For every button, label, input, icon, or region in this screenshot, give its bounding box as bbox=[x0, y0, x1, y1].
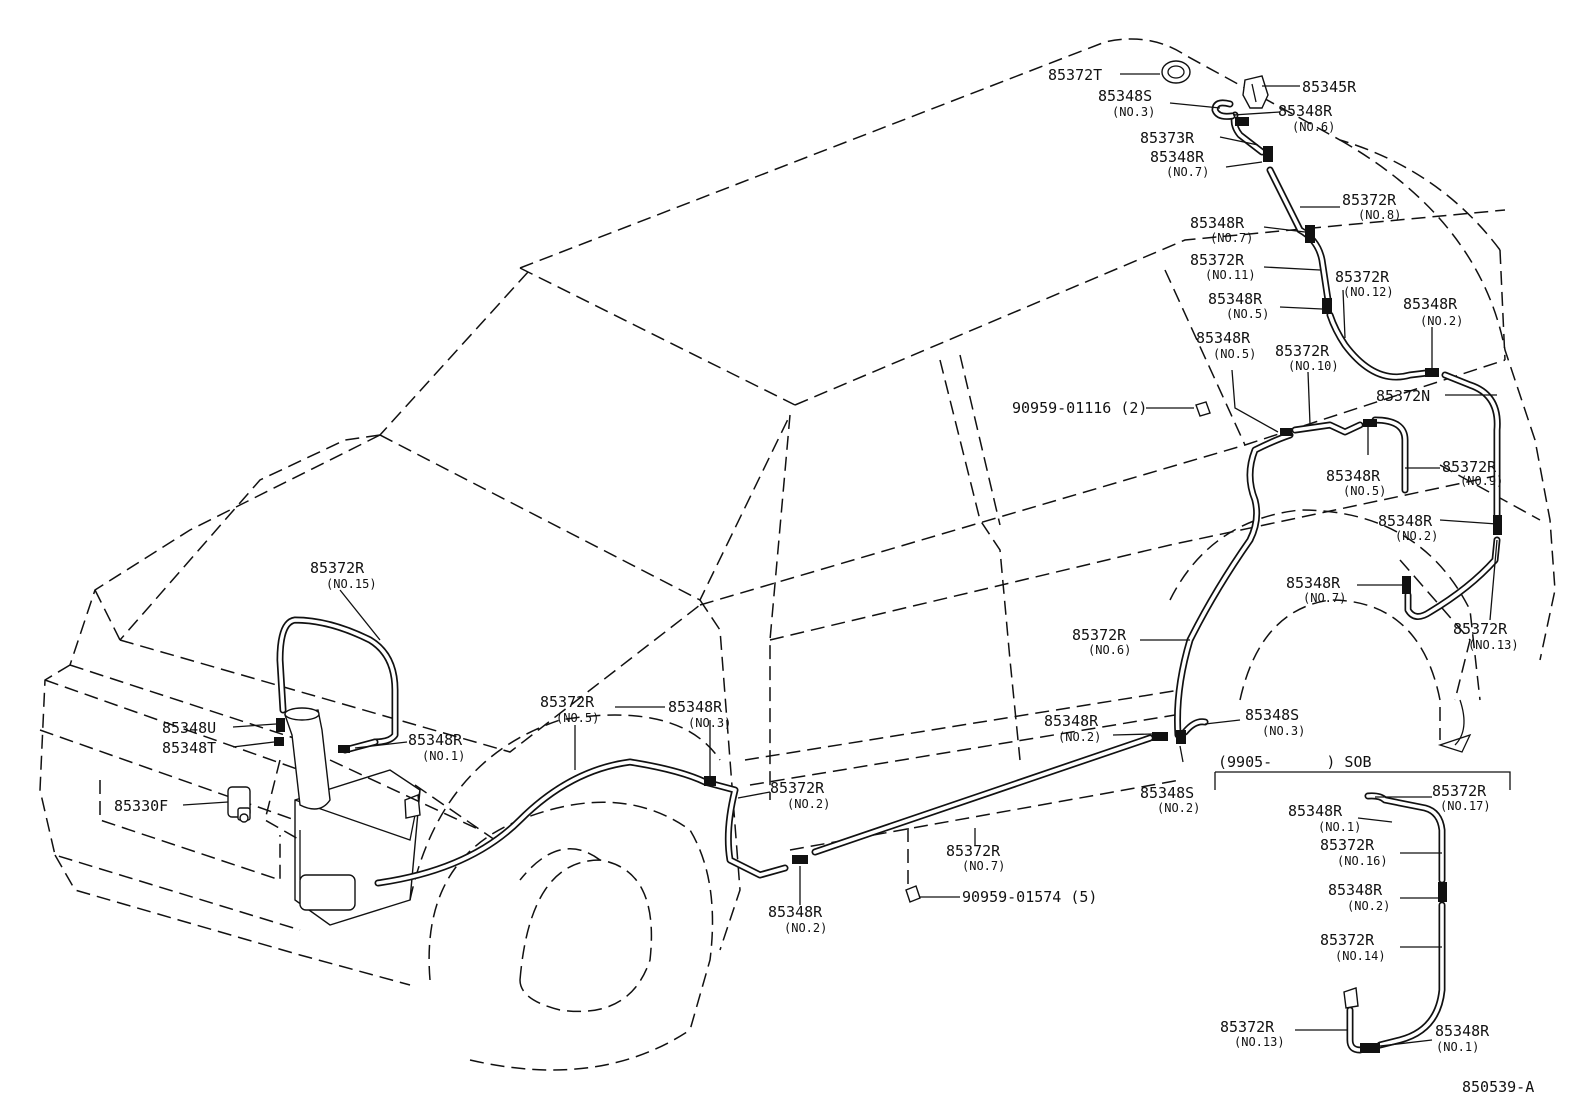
label-85372R-no11-sub: (NO.11) bbox=[1205, 268, 1256, 282]
label-85348R-no2-b-sub: (NO.2) bbox=[1395, 529, 1438, 543]
label-85348R-no3-sub: (NO.3) bbox=[688, 716, 731, 730]
washer-pump-icon bbox=[227, 786, 251, 823]
label-85348R-no2-e: 85348R bbox=[1328, 881, 1383, 899]
label-85348R-no7-c-sub: (NO.7) bbox=[1303, 591, 1346, 605]
label-85348R-no5-c-sub: (NO.5) bbox=[1343, 484, 1386, 498]
label-85348R-no7-a: 85348R bbox=[1150, 148, 1205, 166]
label-85372R-no15: 85372R bbox=[310, 559, 365, 577]
label-85348S-no3-top-sub: (NO.3) bbox=[1112, 105, 1155, 119]
label-85348S-no3-bottom-sub: (NO.3) bbox=[1262, 724, 1305, 738]
label-85348R-no7-b-sub: (NO.7) bbox=[1210, 231, 1253, 245]
label-85372R-no12: 85372R bbox=[1335, 268, 1390, 286]
label-90959-01116: 90959-01116 (2) bbox=[1012, 399, 1147, 417]
label-85348S-no2: 85348S bbox=[1140, 784, 1194, 802]
drawing-number: 850539-A bbox=[1462, 1078, 1534, 1096]
label-85348S-no2-sub: (NO.2) bbox=[1157, 801, 1200, 815]
label-85348R-no1-a: 85348R bbox=[408, 731, 463, 749]
label-85348R-no5-b-sub: (NO.5) bbox=[1213, 347, 1256, 361]
label-85372R-no5-sub: (NO.5) bbox=[556, 711, 599, 725]
label-85348R-no5-c: 85348R bbox=[1326, 467, 1381, 485]
label-85372R-no17-sub: (NO.17) bbox=[1440, 799, 1491, 813]
label-85348R-no5-a-sub: (NO.5) bbox=[1226, 307, 1269, 321]
label-85348T: 85348T bbox=[162, 739, 216, 757]
clip-90959-01574-icon bbox=[905, 828, 921, 903]
label-85345R: 85345R bbox=[1302, 78, 1357, 96]
inset-pointer-arrow bbox=[1437, 699, 1472, 753]
label-85372R-no17: 85372R bbox=[1432, 782, 1487, 800]
label-85372R-no11: 85372R bbox=[1190, 251, 1245, 269]
label-85372R-no6-sub: (NO.6) bbox=[1088, 643, 1131, 657]
label-85348R-no1-c: 85348R bbox=[1435, 1022, 1490, 1040]
label-85372T: 85372T bbox=[1048, 66, 1102, 84]
label-85348R-no1-c-sub: (NO.1) bbox=[1436, 1040, 1479, 1054]
label-85372R-no14-sub: (NO.14) bbox=[1335, 949, 1386, 963]
label-85348R-no2-a-sub: (NO.2) bbox=[1420, 314, 1463, 328]
label-85372N: 85372N bbox=[1376, 387, 1430, 405]
label-85372R-no9: 85372R bbox=[1442, 458, 1497, 476]
label-85372R-no10-sub: (NO.10) bbox=[1288, 359, 1339, 373]
label-85372R-no13-b-sub: (NO.13) bbox=[1234, 1035, 1285, 1049]
inset-sob-variant bbox=[1214, 771, 1511, 1054]
label-85348R-no2-c: 85348R bbox=[1044, 712, 1099, 730]
label-85348S-no3-bottom: 85348S bbox=[1245, 706, 1299, 724]
label-85372R-no2-sub: (NO.2) bbox=[787, 797, 830, 811]
label-variant-note: (9905- ) SOB bbox=[1218, 753, 1372, 771]
label-85348R-no1-b-sub: (NO.1) bbox=[1318, 820, 1361, 834]
label-85372R-no16: 85372R bbox=[1320, 836, 1375, 854]
washer-hose-route bbox=[276, 111, 1501, 887]
label-85348R-no2-e-sub: (NO.2) bbox=[1347, 899, 1390, 913]
label-85348R-no2-b: 85348R bbox=[1378, 512, 1433, 530]
leader-lines bbox=[182, 73, 1498, 1047]
label-85348U: 85348U bbox=[162, 719, 216, 737]
label-85372R-no13-b: 85372R bbox=[1220, 1018, 1275, 1036]
label-85348R-no2-c-sub: (NO.2) bbox=[1058, 730, 1101, 744]
label-85372R-no12-sub: (NO.12) bbox=[1343, 285, 1394, 299]
rear-nozzle-icon bbox=[1242, 75, 1269, 109]
label-85372R-no2: 85372R bbox=[770, 779, 825, 797]
hose-joints bbox=[274, 117, 1502, 864]
label-85372R-no15-sub: (NO.15) bbox=[326, 577, 377, 591]
label-85348S-no3-top: 85348S bbox=[1098, 87, 1152, 105]
hose-elbow-top-icon bbox=[1211, 99, 1236, 120]
label-85372R-no16-sub: (NO.16) bbox=[1337, 854, 1388, 868]
label-85348R-no2-d-sub: (NO.2) bbox=[784, 921, 827, 935]
label-85348R-no5-b: 85348R bbox=[1196, 329, 1251, 347]
washer-tank-assembly bbox=[264, 707, 496, 926]
label-85372R-no10: 85372R bbox=[1275, 342, 1330, 360]
label-85372R-no6: 85372R bbox=[1072, 626, 1127, 644]
label-85372R-no13-a: 85372R bbox=[1453, 620, 1508, 638]
vehicle-outline bbox=[39, 38, 1556, 1071]
label-85372R-no13-a-sub: (NO.13) bbox=[1468, 638, 1519, 652]
label-85372R-no14: 85372R bbox=[1320, 931, 1375, 949]
label-85372R-no8: 85372R bbox=[1342, 191, 1397, 209]
label-85348R-no1-a-sub: (NO.1) bbox=[422, 749, 465, 763]
label-85348R-no6: 85348R bbox=[1278, 102, 1333, 120]
label-85372R-no7: 85372R bbox=[946, 842, 1001, 860]
grommet-cap-icon bbox=[1161, 60, 1191, 84]
label-85372R-no7-sub: (NO.7) bbox=[962, 859, 1005, 873]
label-85348R-no5-a: 85348R bbox=[1208, 290, 1263, 308]
label-85348R-no3: 85348R bbox=[668, 698, 723, 716]
label-85372R-no9-sub: (NO.9) bbox=[1460, 474, 1503, 488]
label-90959-01574: 90959-01574 (5) bbox=[962, 888, 1097, 906]
label-85348R-no6-sub: (NO.6) bbox=[1292, 120, 1335, 134]
label-85348R-no2-d: 85348R bbox=[768, 903, 823, 921]
label-85372R-no5: 85372R bbox=[540, 693, 595, 711]
label-85372R-no8-sub: (NO.8) bbox=[1358, 208, 1401, 222]
label-85330F: 85330F bbox=[114, 797, 168, 815]
label-85348R-no7-c: 85348R bbox=[1286, 574, 1341, 592]
label-85348R-no7-a-sub: (NO.7) bbox=[1166, 165, 1209, 179]
clip-90959-01116-icon bbox=[1195, 401, 1211, 417]
label-85373R: 85373R bbox=[1140, 129, 1195, 147]
part-labels: 85372T 85345R 85348S (NO.3) 85348R (NO.6… bbox=[114, 66, 1534, 1096]
label-85348R-no7-b: 85348R bbox=[1190, 214, 1245, 232]
label-85348R-no2-a: 85348R bbox=[1403, 295, 1458, 313]
label-85348R-no1-b: 85348R bbox=[1288, 802, 1343, 820]
